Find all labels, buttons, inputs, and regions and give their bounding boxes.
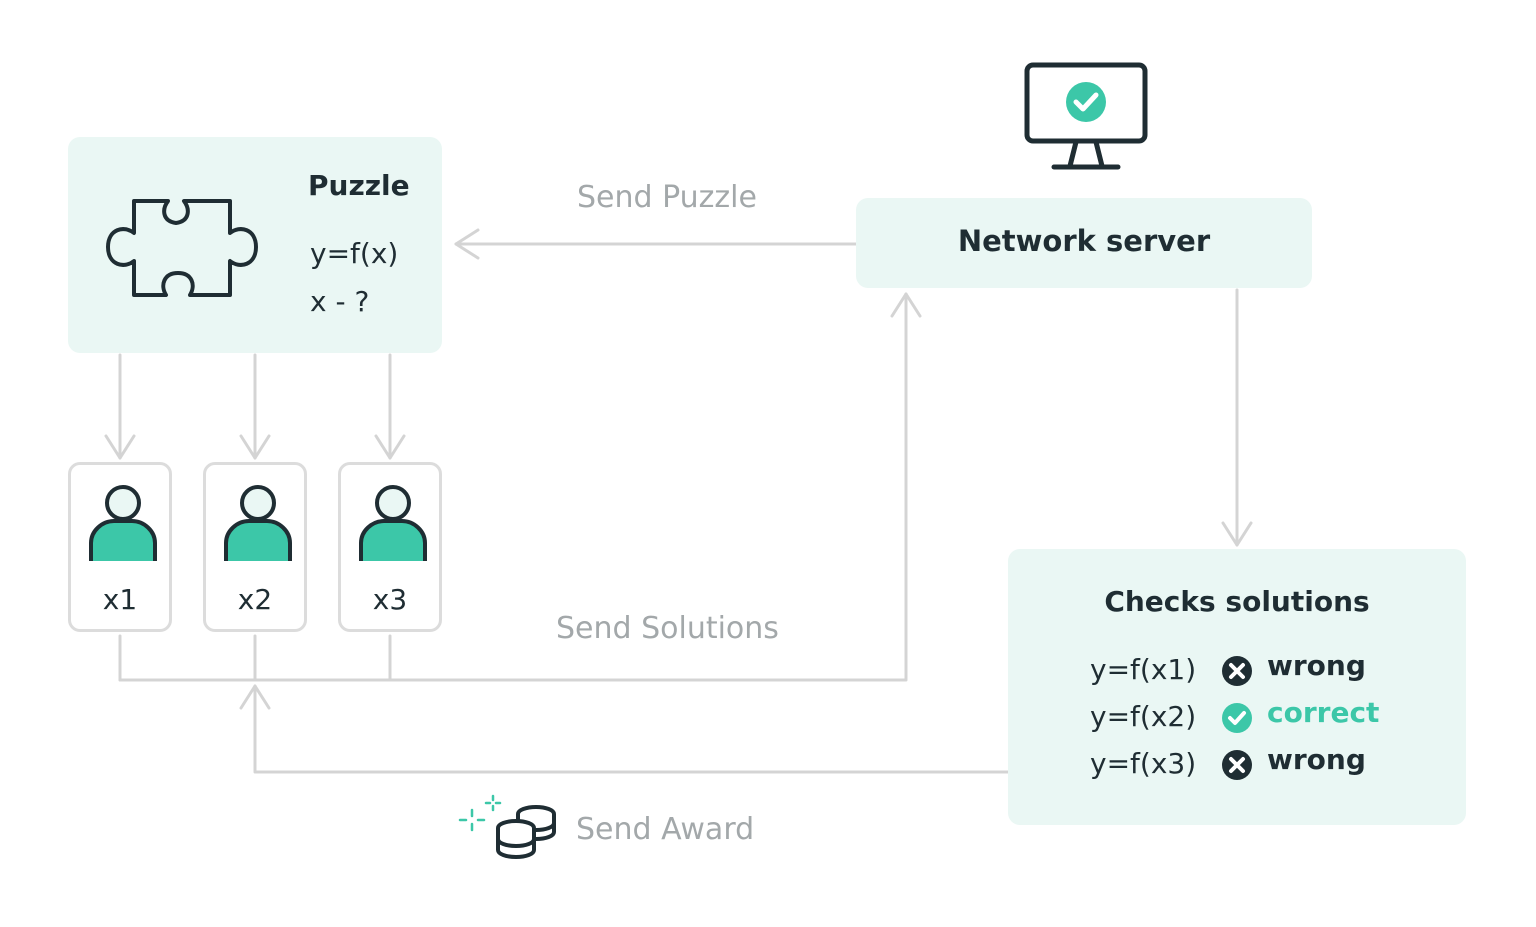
puzzle-equation: y=f(x) — [310, 237, 399, 270]
user-card-1: x1 — [68, 462, 172, 632]
check-expr-1: y=f(x1) — [1090, 653, 1197, 686]
correct-icon — [1222, 703, 1252, 733]
label-send-award: Send Award — [576, 812, 755, 847]
check-expr-3: y=f(x3) — [1090, 747, 1197, 780]
edge-send-solutions — [118, 292, 908, 682]
label-send-solutions: Send Solutions — [556, 611, 779, 646]
check-expr-2: y=f(x2) — [1090, 700, 1197, 733]
check-result-2: correct — [1267, 696, 1380, 729]
user-card-3: x3 — [338, 462, 442, 632]
puzzle-question: x - ? — [310, 285, 370, 318]
checks-solutions-box: Checks solutions y=f(x1) wrong y=f(x2) c… — [1008, 549, 1466, 825]
network-server-box: Network server — [856, 198, 1312, 288]
wrong-icon — [1222, 656, 1252, 686]
user-icon — [359, 485, 427, 561]
coins-icon — [496, 805, 556, 860]
puzzle-piece-icon — [106, 199, 258, 297]
label-send-puzzle: Send Puzzle — [577, 180, 757, 215]
check-result-1: wrong — [1267, 649, 1366, 682]
network-server-title: Network server — [957, 224, 1211, 258]
check-result-3: wrong — [1267, 743, 1366, 776]
monitor-check-icon — [1024, 62, 1148, 170]
user-icon — [224, 485, 292, 561]
edge-send-award — [253, 684, 1010, 774]
user-label: x3 — [372, 583, 408, 616]
user-label: x2 — [237, 583, 273, 616]
user-card-2: x2 — [203, 462, 307, 632]
sparkle-icon — [458, 794, 502, 832]
user-icon — [89, 485, 157, 561]
arrowhead-puzzle — [454, 228, 480, 260]
user-label: x1 — [102, 583, 138, 616]
wrong-icon — [1222, 750, 1252, 780]
puzzle-box: Puzzle y=f(x) x - ? — [68, 137, 442, 353]
puzzle-title: Puzzle — [308, 169, 410, 202]
checks-title: Checks solutions — [1104, 585, 1370, 618]
